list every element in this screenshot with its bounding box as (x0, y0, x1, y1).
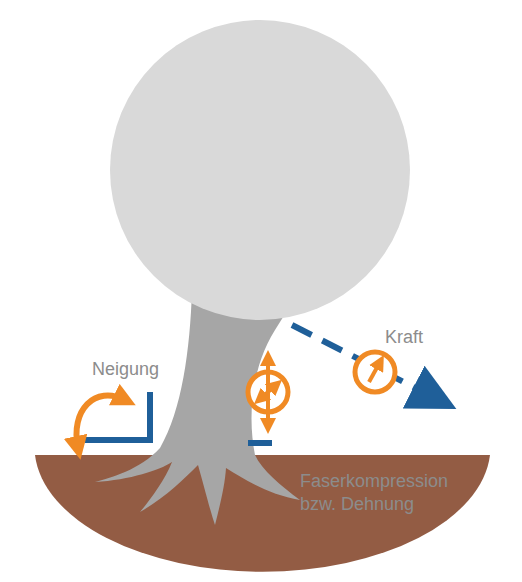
annotation-label: Faserkompression bzw. Dehnung (300, 470, 472, 517)
annotation-label: Kraft (385, 326, 485, 349)
strain-mark (248, 440, 272, 446)
tree-trunk (95, 290, 300, 525)
force-sensor (355, 352, 395, 392)
force-sensor-arrow (369, 362, 380, 382)
tilt-arrow (76, 396, 125, 448)
tree-crown (110, 20, 410, 320)
annotation-label: Neigung (92, 358, 212, 381)
strain-inner-arrow (260, 385, 276, 399)
